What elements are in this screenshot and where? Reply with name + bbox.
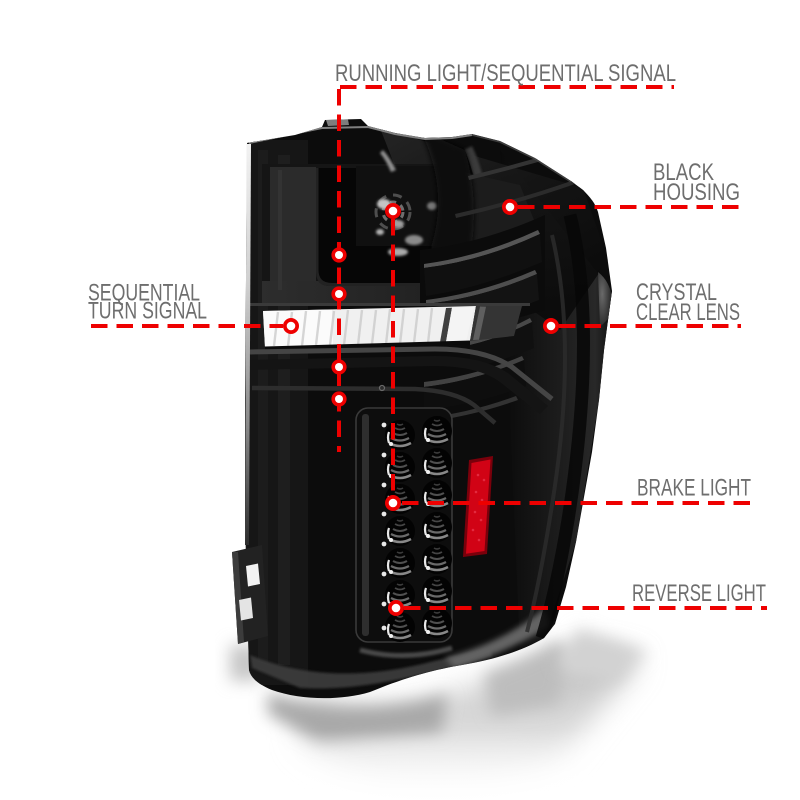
svg-text:CRYSTAL: CRYSTAL bbox=[636, 279, 717, 306]
svg-text:SEQUENTIAL: SEQUENTIAL bbox=[88, 280, 200, 307]
svg-text:CLEAR LENS: CLEAR LENS bbox=[636, 299, 740, 326]
svg-text:REVERSE LIGHT: REVERSE LIGHT bbox=[632, 580, 766, 607]
svg-text:RUNNING LIGHT/SEQUENTIAL SIGNA: RUNNING LIGHT/SEQUENTIAL SIGNAL bbox=[335, 60, 676, 87]
svg-text:HOUSING: HOUSING bbox=[653, 179, 740, 206]
svg-text:BRAKE LIGHT: BRAKE LIGHT bbox=[637, 475, 751, 502]
svg-text:BLACK: BLACK bbox=[653, 159, 714, 186]
svg-text:TURN SIGNAL: TURN SIGNAL bbox=[88, 298, 207, 325]
